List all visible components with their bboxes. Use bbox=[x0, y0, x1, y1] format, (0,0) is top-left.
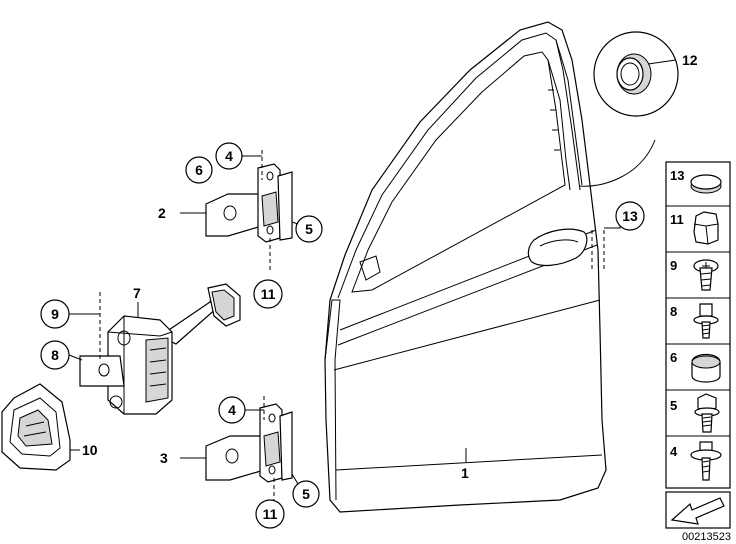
direction-arrow-box bbox=[665, 491, 731, 529]
check-strap bbox=[79, 283, 241, 415]
sidebar-row-13: 13 bbox=[670, 168, 722, 194]
svg-text:9: 9 bbox=[51, 306, 59, 322]
svg-text:5: 5 bbox=[302, 486, 310, 502]
svg-text:9: 9 bbox=[670, 258, 677, 273]
leader-8 bbox=[68, 354, 83, 361]
callout-check-strap: 7 bbox=[133, 285, 141, 301]
leader-5-lower bbox=[291, 473, 299, 485]
sidebar-row-4: 4 bbox=[670, 441, 722, 481]
svg-text:6: 6 bbox=[195, 162, 203, 178]
callout-circle-8: 8 bbox=[40, 340, 70, 370]
parts-sidebar: 13 11 9 8 6 bbox=[665, 161, 731, 489]
svg-text:11: 11 bbox=[263, 506, 278, 522]
svg-text:6: 6 bbox=[670, 350, 677, 365]
callout-circle-11-lower: 11 bbox=[255, 499, 285, 529]
svg-text:5: 5 bbox=[670, 398, 677, 413]
sidebar-row-9: 9 bbox=[670, 258, 719, 291]
callout-circle-9: 9 bbox=[40, 299, 70, 329]
callout-12: 12 bbox=[682, 52, 698, 68]
svg-text:11: 11 bbox=[670, 212, 684, 227]
callout-door: 1 bbox=[461, 465, 469, 481]
svg-text:4: 4 bbox=[228, 402, 236, 418]
callout-circle-6: 6 bbox=[185, 156, 213, 184]
upper-hinge bbox=[205, 150, 293, 270]
door-shell bbox=[324, 21, 607, 513]
sidebar-row-11: 11 bbox=[670, 211, 719, 245]
svg-text:13: 13 bbox=[670, 168, 684, 183]
callout-circle-5-upper: 5 bbox=[295, 215, 323, 243]
svg-text:8: 8 bbox=[51, 347, 59, 363]
svg-text:5: 5 bbox=[305, 221, 313, 237]
callout-circle-4-upper: 4 bbox=[215, 142, 243, 170]
svg-text:11: 11 bbox=[261, 286, 276, 302]
diagram-id: 00213523 bbox=[682, 531, 731, 543]
lower-hinge bbox=[205, 396, 293, 500]
svg-text:8: 8 bbox=[670, 304, 677, 319]
callout-circle-11-upper: 11 bbox=[253, 279, 283, 309]
seal-gasket bbox=[1, 383, 71, 471]
callout-circle-4-lower: 4 bbox=[218, 396, 246, 424]
sidebar-row-6: 6 bbox=[670, 350, 721, 383]
sidebar-row-5: 5 bbox=[670, 393, 720, 433]
svg-text:4: 4 bbox=[670, 444, 678, 459]
sidebar-row-8: 8 bbox=[670, 303, 719, 339]
callout-upper-hinge: 2 bbox=[158, 205, 166, 221]
callout-seal: 10 bbox=[82, 442, 98, 458]
callout-lower-hinge: 3 bbox=[160, 450, 168, 466]
svg-text:12: 12 bbox=[682, 52, 698, 68]
svg-text:4: 4 bbox=[225, 148, 233, 164]
svg-text:13: 13 bbox=[622, 208, 638, 224]
callout-circle-5-lower: 5 bbox=[292, 480, 320, 508]
leader-5-upper bbox=[291, 221, 299, 225]
callout-circle-13: 13 bbox=[615, 201, 645, 231]
plug-detail-circle bbox=[579, 31, 679, 187]
